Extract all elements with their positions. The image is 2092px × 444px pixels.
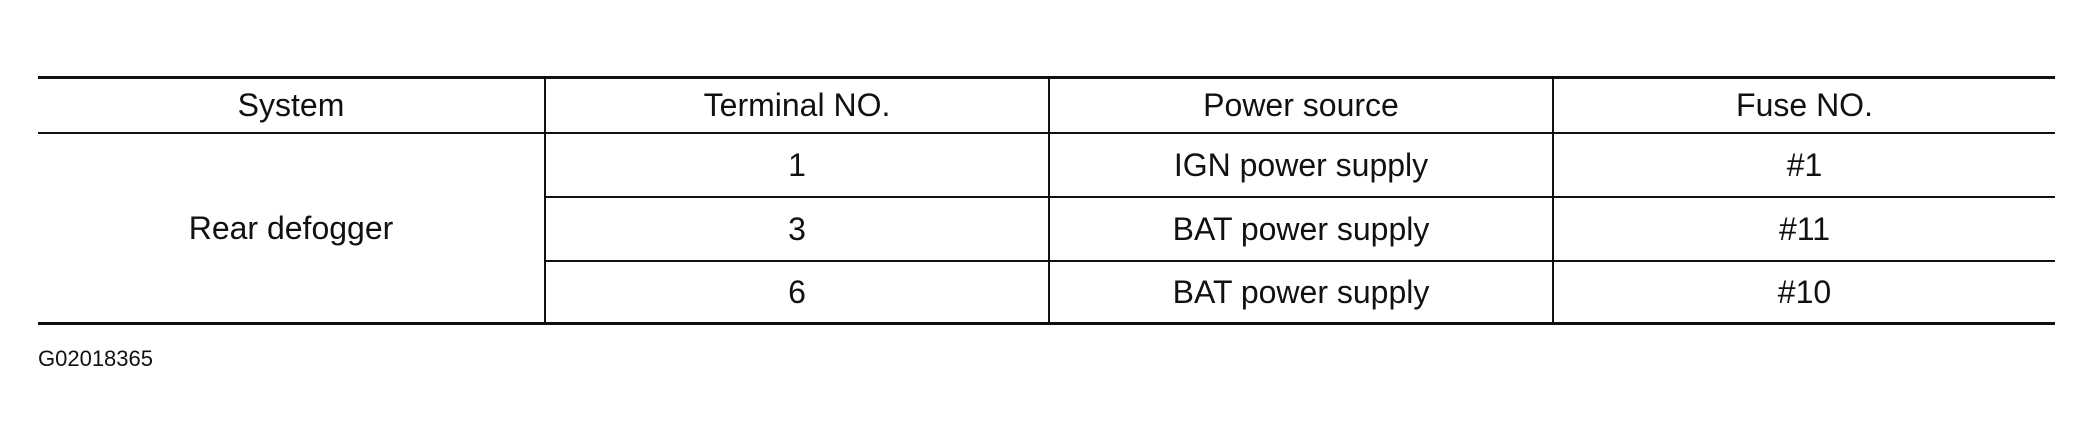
header-bottom-rule xyxy=(38,132,2055,134)
column-divider-1 xyxy=(544,76,546,325)
table-row-1-fuse: #1 xyxy=(1786,146,1823,183)
column-divider-2 xyxy=(1048,76,1050,325)
table-row-3-terminal: 6 xyxy=(788,273,806,310)
header-fuse-no: Fuse NO. xyxy=(1736,86,1873,123)
header-system: System xyxy=(237,86,345,123)
figure-id: G02018365 xyxy=(38,346,153,371)
header-terminal-no: Terminal NO. xyxy=(703,86,891,123)
table-row-2-terminal: 3 xyxy=(788,210,806,247)
column-divider-3 xyxy=(1552,76,1554,325)
table-bottom-rule xyxy=(38,322,2055,325)
table-top-rule xyxy=(38,76,2055,79)
table-row-2-fuse: #11 xyxy=(1778,210,1830,247)
table-row-3-power-source: BAT power supply xyxy=(1172,273,1430,310)
header-power-source: Power source xyxy=(1203,86,1399,123)
table-row-1-terminal: 1 xyxy=(788,146,806,183)
power-supply-table: System Terminal NO. Power source Fuse NO… xyxy=(38,76,2055,325)
table-row-3-fuse: #10 xyxy=(1777,273,1832,310)
table-row-2-power-source: BAT power supply xyxy=(1172,210,1430,247)
row-1-bottom-rule xyxy=(545,196,2055,198)
row-2-bottom-rule xyxy=(545,260,2055,262)
table-row-1-power-source: IGN power supply xyxy=(1173,146,1429,183)
system-cell-rear-defogger: Rear defogger xyxy=(188,209,394,246)
